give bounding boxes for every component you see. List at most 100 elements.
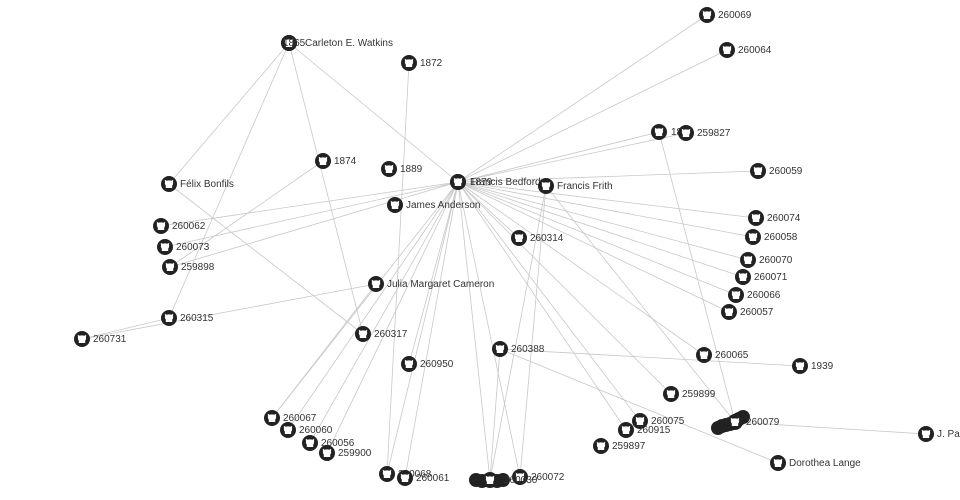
- edge-layer: [81, 14, 927, 481]
- graph-node-260950[interactable]: 260950: [401, 356, 454, 372]
- node-label: 259827: [697, 128, 731, 139]
- graph-node-260062[interactable]: 260062: [153, 218, 206, 234]
- graph-edge: [408, 181, 459, 365]
- graph-node-1874[interactable]: 1874: [315, 153, 357, 169]
- octocat-glyph: [724, 307, 734, 316]
- graph-node-260070[interactable]: 260070: [740, 252, 793, 268]
- graph-edge: [168, 42, 290, 319]
- graph-node-dorothea_lange[interactable]: Dorothea Lange: [770, 455, 861, 471]
- graph-node-260066[interactable]: 260066: [728, 287, 781, 303]
- octocat-glyph: [160, 242, 170, 251]
- graph-node-260060[interactable]: 260060: [280, 422, 333, 438]
- node-label: 260388: [511, 344, 545, 355]
- graph-node-259827[interactable]: 259827: [678, 125, 731, 141]
- graph-edge: [386, 181, 459, 475]
- graph-edge: [288, 42, 364, 335]
- graph-node-260317[interactable]: 260317: [355, 326, 408, 342]
- graph-edge: [169, 160, 324, 268]
- graph-node-j_pas[interactable]: J. Pas: [918, 426, 960, 442]
- graph-node-260069[interactable]: 260069: [699, 7, 752, 23]
- graph-node-felix_bonfils[interactable]: Félix Bonfils: [161, 176, 234, 192]
- node-label: 1874: [334, 156, 357, 167]
- graph-edge: [545, 185, 736, 423]
- graph-node-259900[interactable]: 259900: [319, 445, 372, 461]
- graph-edge: [404, 181, 459, 479]
- graph-edge: [81, 283, 377, 340]
- octocat-glyph: [284, 38, 294, 47]
- graph-node-james_anderson[interactable]: James Anderson: [387, 197, 481, 213]
- graph-edge: [457, 181, 744, 278]
- graph-node-260074[interactable]: 260074: [748, 210, 801, 226]
- octocat-glyph: [722, 45, 732, 54]
- graph-node-260057[interactable]: 260057: [721, 304, 774, 320]
- graph-node-260079[interactable]: 260079: [727, 414, 780, 430]
- graph-node-260064[interactable]: 260064: [719, 42, 772, 58]
- octocat-glyph: [77, 334, 87, 343]
- graph-edge: [168, 42, 290, 185]
- graph-node-260075[interactable]: 260075: [632, 413, 685, 429]
- graph-edge: [457, 181, 749, 261]
- graph-node-259897[interactable]: 259897: [593, 438, 646, 454]
- graph-node-260731[interactable]: 260731: [74, 331, 127, 347]
- octocat-glyph: [699, 350, 709, 359]
- graph-node-260915[interactable]: 260915: [618, 422, 671, 438]
- graph-node-260068[interactable]: 260068: [379, 466, 432, 482]
- graph-edge: [271, 283, 377, 419]
- octocat-glyph: [165, 262, 175, 271]
- graph-node-francis_bedford[interactable]: Francis Bedford: [450, 174, 541, 190]
- graph-node-julia_margaret_cameron[interactable]: Julia Margaret Cameron: [368, 276, 494, 292]
- graph-edge: [499, 348, 801, 367]
- graph-node-260314[interactable]: 260314: [511, 230, 564, 246]
- octocat-glyph: [283, 425, 293, 434]
- node-label: Julia Margaret Cameron: [387, 279, 494, 290]
- graph-edge: [658, 131, 736, 423]
- node-label: 1872: [420, 58, 443, 69]
- graph-node-260067[interactable]: 260067: [264, 410, 317, 426]
- graph-node-259898[interactable]: 259898: [162, 259, 215, 275]
- node-label: Francis Frith: [557, 181, 613, 192]
- octocat-glyph: [738, 272, 748, 281]
- graph-edge: [326, 181, 459, 454]
- graph-node-1865[interactable]: 1865: [281, 35, 306, 51]
- octocat-glyph: [514, 233, 524, 242]
- graph-node-260065[interactable]: 260065: [696, 347, 749, 363]
- graph-edge: [457, 181, 641, 422]
- octocat-glyph: [515, 472, 525, 481]
- graph-node-1872[interactable]: 1872: [401, 55, 443, 71]
- github-icon: [496, 473, 510, 487]
- graph-edge: [457, 132, 687, 183]
- graph-node-260030[interactable]: 260030: [482, 472, 538, 488]
- graph-node-260059[interactable]: 260059: [750, 163, 803, 179]
- graph-node-francis_frith[interactable]: Francis Frith: [538, 178, 613, 194]
- graph-node-260058[interactable]: 260058: [745, 229, 798, 245]
- graph-edge: [457, 49, 728, 183]
- graph-node-260073[interactable]: 260073: [157, 239, 210, 255]
- node-label: 1865: [283, 38, 306, 49]
- octocat-glyph: [702, 10, 712, 19]
- node-label: 259900: [338, 448, 372, 459]
- graph-node-260056[interactable]: 260056: [302, 435, 355, 451]
- octocat-glyph: [358, 329, 368, 338]
- graph-node-259899[interactable]: 259899: [663, 386, 716, 402]
- graph-node-260072[interactable]: 260072: [512, 469, 565, 485]
- octocat-glyph: [404, 359, 414, 368]
- graph-node-260071[interactable]: 260071: [735, 269, 788, 285]
- node-label: 260915: [637, 425, 671, 436]
- graph-node-1889[interactable]: 1889: [381, 161, 423, 177]
- node-label: 260317: [374, 329, 408, 340]
- octocat-glyph: [485, 475, 495, 484]
- octocat-glyph: [681, 128, 691, 137]
- graph-node-260315[interactable]: 260315: [161, 310, 214, 326]
- graph-edge: [309, 181, 459, 444]
- graph-edge: [457, 14, 708, 183]
- octocat-glyph: [731, 290, 741, 299]
- graph-node-260388[interactable]: 260388: [492, 341, 545, 357]
- graph-node-260061[interactable]: 260061: [397, 470, 450, 486]
- node-label: 260058: [764, 232, 798, 243]
- node-label: 260067: [283, 413, 317, 424]
- octocat-glyph: [322, 448, 332, 457]
- graph-edge: [489, 185, 547, 481]
- graph-node-1939[interactable]: 1939: [792, 358, 834, 374]
